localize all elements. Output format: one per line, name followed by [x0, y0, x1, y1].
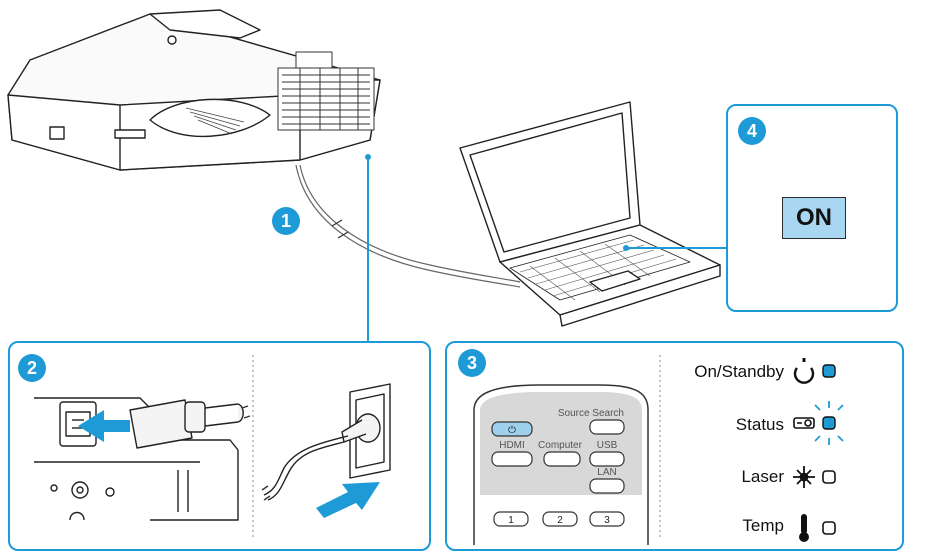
laser-indicator — [822, 470, 836, 484]
computer-cable — [295, 164, 521, 288]
computer-button[interactable] — [543, 451, 581, 467]
number-3-label: 3 — [604, 515, 610, 526]
step-1-badge: 1 — [272, 207, 300, 235]
number-2-label: 2 — [557, 515, 563, 526]
flashing-rays-icon — [814, 401, 844, 445]
source-search-label: Source Search — [558, 408, 624, 419]
number-3-button[interactable] — [589, 511, 625, 527]
computer-label: Computer — [538, 440, 583, 451]
laser-icon — [793, 466, 815, 488]
number-1-label: 1 — [508, 515, 514, 526]
on-standby-label: On/Standby — [694, 362, 784, 381]
number-1-button[interactable] — [493, 511, 529, 527]
lan-label: LAN — [597, 467, 616, 478]
power-icon — [793, 358, 815, 384]
thermometer-icon — [799, 514, 809, 542]
temp-indicator — [822, 521, 836, 535]
laptop-illustration — [459, 101, 721, 327]
lan-button[interactable] — [589, 478, 625, 494]
usb-label: USB — [597, 440, 618, 451]
step-4-badge: 4 — [738, 117, 766, 145]
leader-line-power-inlet — [365, 154, 371, 343]
projector-icon — [793, 417, 815, 429]
status-label: Status — [735, 415, 784, 434]
temp-label: Temp — [742, 516, 784, 535]
step-3-badge: 3 — [458, 349, 486, 377]
power-on-display: ON — [782, 197, 846, 239]
on-standby-indicator — [822, 364, 836, 378]
step-2-badge: 2 — [18, 354, 46, 382]
usb-button[interactable] — [589, 451, 625, 467]
number-2-button[interactable] — [542, 511, 578, 527]
status-indicator — [822, 416, 836, 430]
hdmi-label: HDMI — [499, 440, 525, 451]
svg-text:⏻: ⏻ — [508, 425, 516, 436]
power-button[interactable] — [491, 421, 533, 437]
source-search-button[interactable] — [589, 419, 625, 435]
leader-line-power — [623, 245, 726, 251]
hdmi-button[interactable] — [491, 451, 533, 467]
projector-illustration — [7, 9, 381, 171]
laser-label: Laser — [741, 467, 784, 486]
